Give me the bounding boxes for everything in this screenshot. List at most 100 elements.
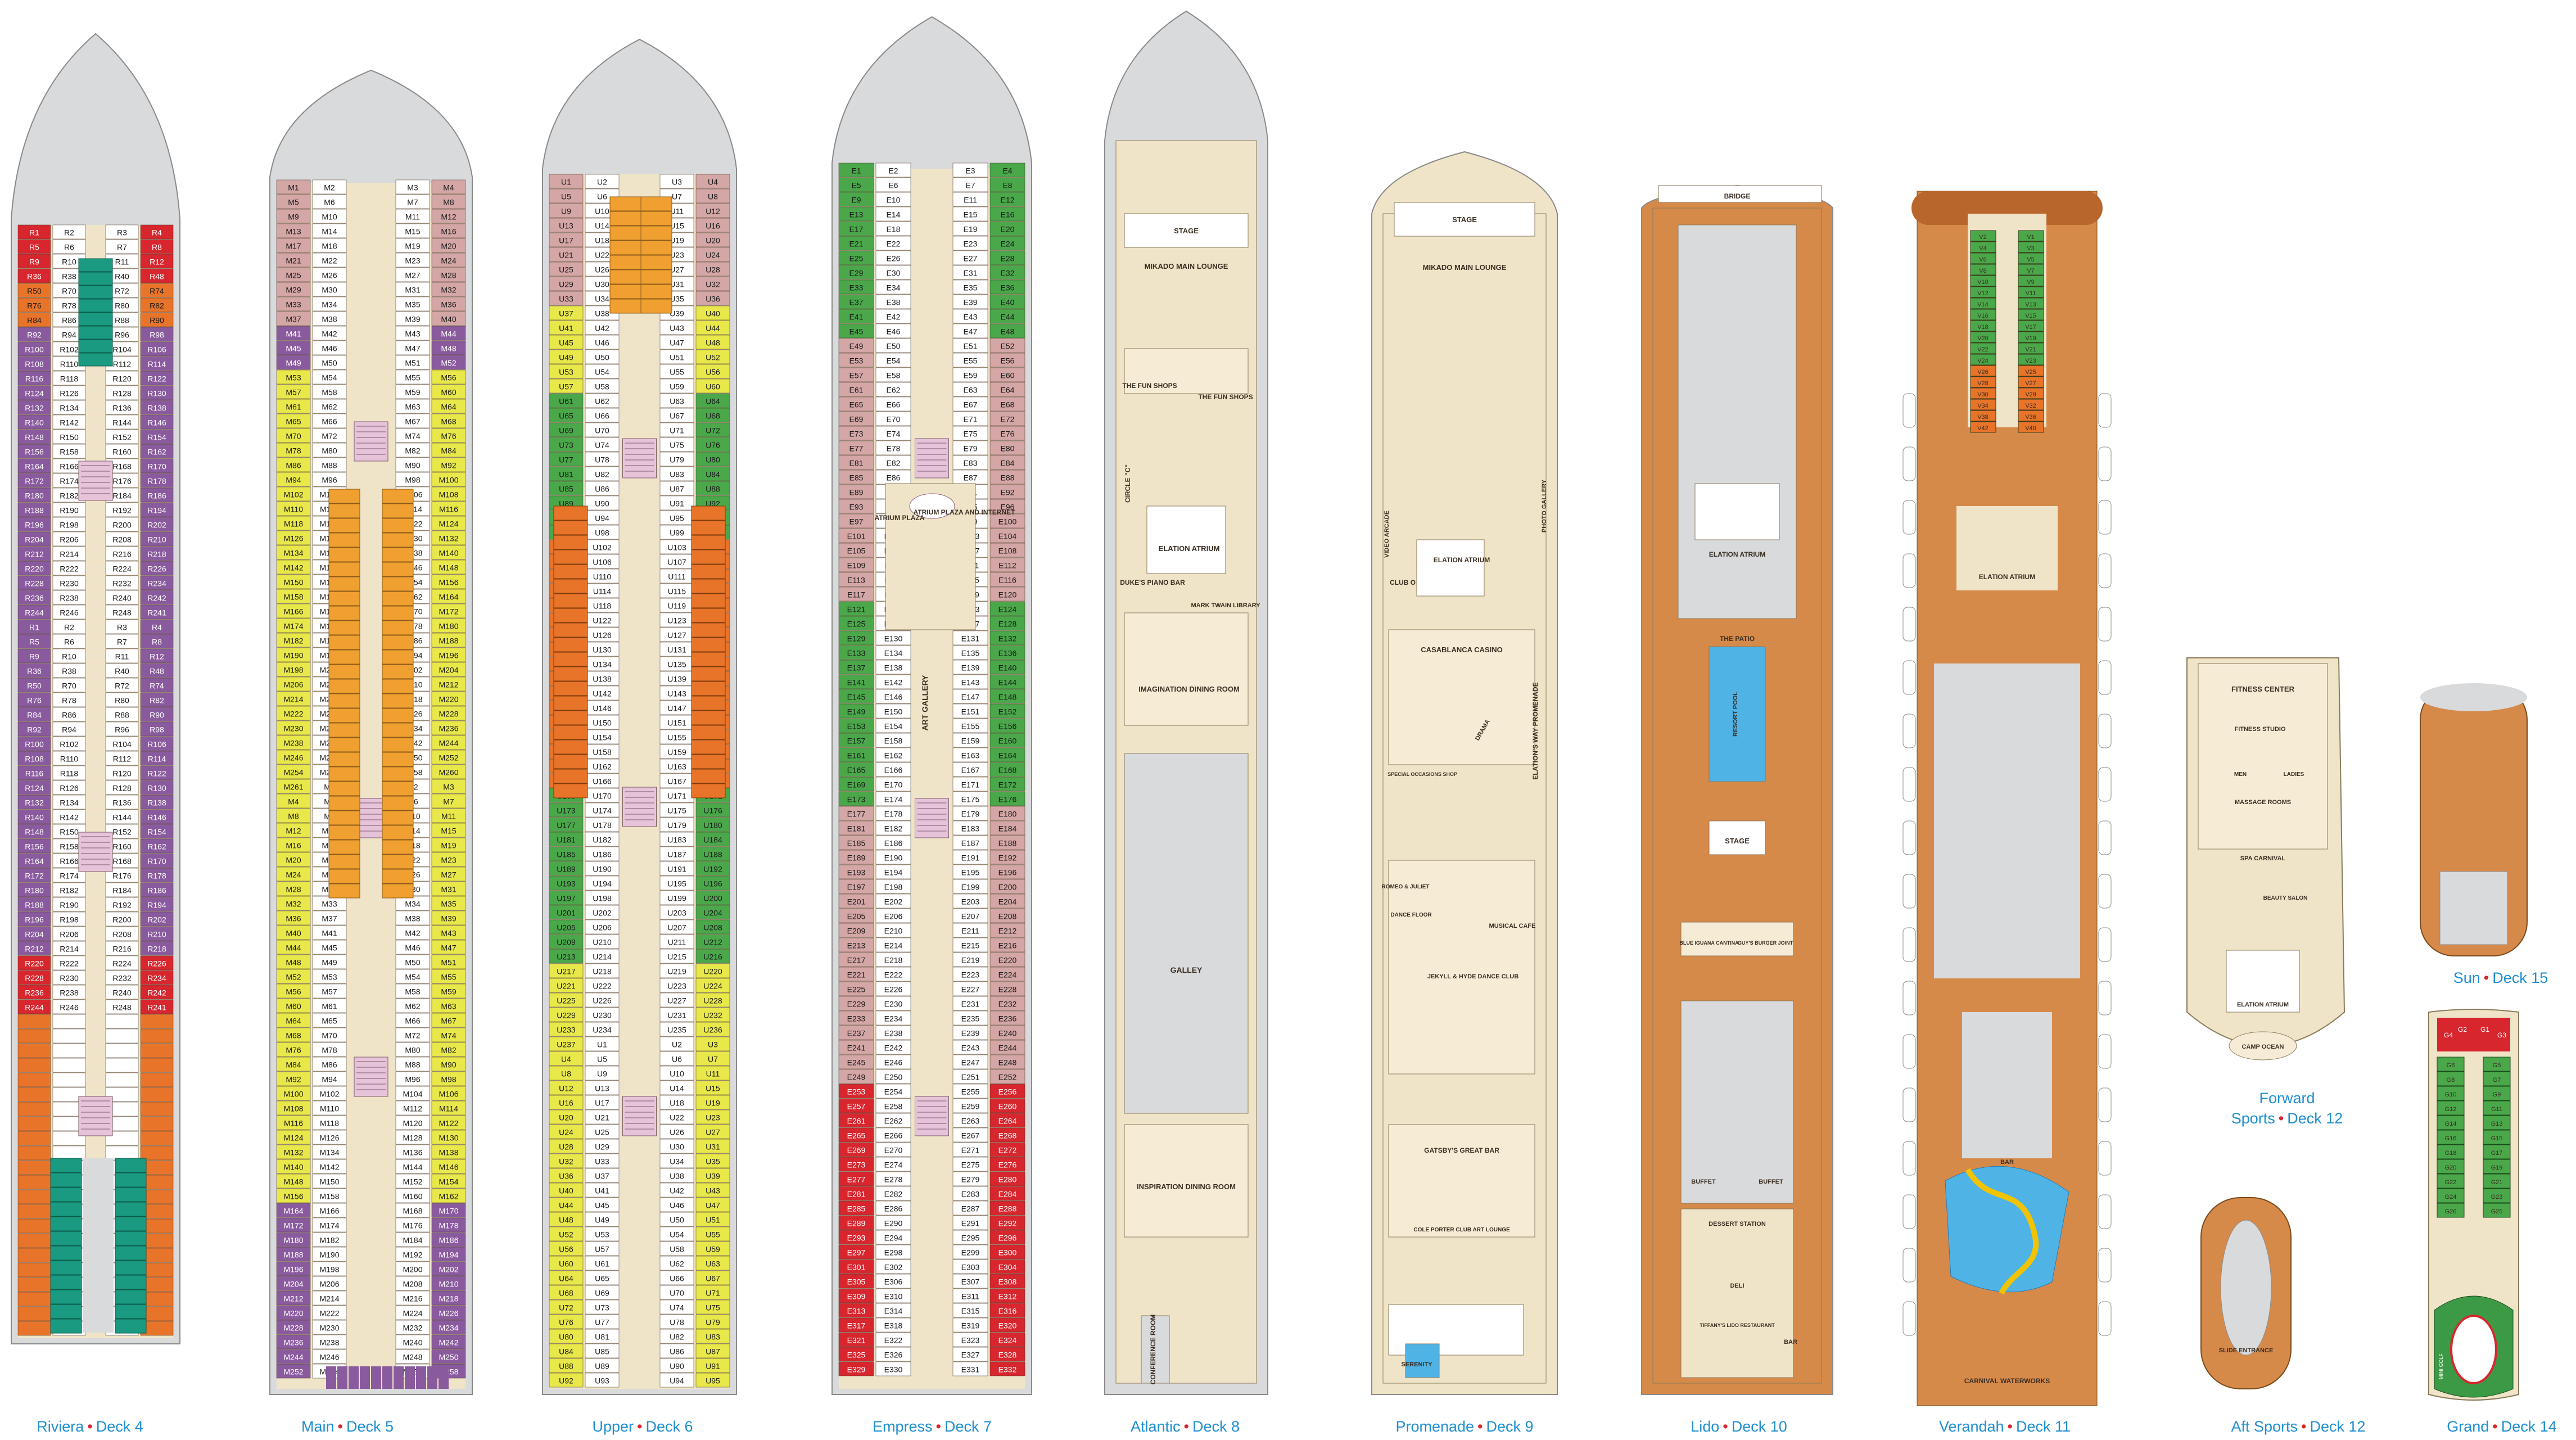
caption-forward-sports[interactable]: Forward Sports•Deck 12 — [2231, 1088, 2343, 1128]
cabin-orange — [691, 608, 726, 623]
venue-musical-cafe: MUSICAL CAFE — [1489, 923, 1536, 929]
cabin-label: U7 — [672, 192, 682, 201]
cabin-label: R88 — [115, 316, 129, 325]
lifeboat — [2098, 553, 2112, 588]
cabin-label: M86 — [286, 461, 301, 470]
caption-atlantic[interactable]: Atlantic•Deck 8 — [1131, 1417, 1240, 1436]
caption-upper[interactable]: Upper•Deck 6 — [592, 1417, 693, 1436]
caption-riviera[interactable]: Riviera•Deck 4 — [37, 1417, 143, 1436]
cabin — [431, 399, 466, 414]
cabin — [140, 239, 174, 254]
cabin-teal — [78, 326, 113, 340]
cabin-label: R114 — [148, 360, 166, 369]
cabin-label: E92 — [1001, 488, 1015, 497]
cabin — [312, 428, 347, 443]
caption-verandah[interactable]: Verandah•Deck 11 — [1939, 1417, 2071, 1436]
cabin-label: E39 — [964, 298, 978, 307]
cabin-gold — [382, 708, 414, 723]
cabin-label: M64 — [286, 1017, 301, 1026]
cabin-label: E2 — [888, 166, 898, 175]
cabin-label: E164 — [998, 751, 1017, 760]
cabin-label: E274 — [884, 1161, 903, 1170]
cabin-label: R222 — [60, 565, 79, 574]
cabin — [17, 429, 51, 444]
cabin-gold — [328, 810, 360, 825]
cabin — [276, 238, 311, 253]
cabin — [17, 1043, 51, 1058]
cabin-label: M174 — [319, 1221, 339, 1230]
cabin-label: R6 — [64, 638, 74, 647]
cabin-label: U222 — [593, 982, 612, 991]
cabin — [17, 385, 51, 400]
venue-club-o: CLUB O — [1390, 579, 1416, 586]
cabin-label: U45 — [559, 338, 573, 347]
cabin-label: V19 — [2025, 335, 2036, 342]
cabin-label: M148 — [283, 1177, 303, 1186]
cabin — [312, 209, 347, 224]
cabin-label: E35 — [964, 283, 978, 292]
cabin-label: M48 — [286, 958, 301, 967]
cabin-label: U7 — [708, 1055, 718, 1064]
cabin-label: R122 — [147, 374, 166, 383]
venue-deli: DELI — [1730, 1283, 1744, 1289]
cabin-label: U70 — [595, 426, 609, 435]
cabin — [395, 399, 430, 414]
cabin-label: E16 — [1001, 210, 1015, 219]
cabin-label: U78 — [595, 455, 609, 464]
cabin-label: M7 — [443, 797, 454, 806]
cabin-label: M252 — [439, 753, 458, 762]
cabin-label: M160 — [403, 1192, 422, 1201]
cabin-label: R202 — [147, 521, 166, 530]
cabin-label: E68 — [1001, 400, 1015, 409]
cabin-label: M12 — [441, 213, 456, 222]
cabin-label: G4 — [2444, 1031, 2453, 1039]
caption-main[interactable]: Main•Deck 5 — [301, 1417, 394, 1436]
cabin-label: R12 — [150, 652, 164, 661]
cabin-label: U73 — [595, 1303, 609, 1312]
cabin-label: U14 — [595, 222, 609, 231]
cabin-label: R90 — [150, 316, 164, 325]
cabin-teal — [50, 1158, 82, 1173]
cabin-label: R40 — [115, 667, 129, 676]
cabin-label: R38 — [62, 667, 76, 676]
cabin-label: M45 — [322, 944, 337, 953]
caption-aft-sports[interactable]: Aft Sports•Deck 12 — [2231, 1417, 2365, 1436]
caption-promenade[interactable]: Promenade•Deck 9 — [1395, 1417, 1533, 1436]
cabin-label: E329 — [847, 1365, 866, 1374]
cabin — [140, 458, 174, 473]
venue-promenade: ELATION'S WAY PROMENADE — [1531, 682, 1539, 779]
cabin-label: E180 — [998, 810, 1017, 819]
cabin-label: M212 — [439, 680, 458, 689]
cabin-label: R130 — [147, 784, 166, 793]
cabin — [52, 765, 86, 780]
caption-grand[interactable]: Grand•Deck 14 — [2447, 1417, 2557, 1436]
cabin — [17, 575, 51, 590]
cabin — [17, 1306, 51, 1321]
cabin-label: R10 — [62, 652, 76, 661]
cabin — [312, 311, 347, 326]
cabin-label: V20 — [1977, 335, 1989, 342]
caption-sun[interactable]: Sun•Deck 15 — [2453, 968, 2548, 987]
cabin-label: U180 — [703, 821, 722, 830]
cabin-label: U213 — [557, 953, 576, 961]
caption-lido[interactable]: Lido•Deck 10 — [1691, 1417, 1787, 1436]
cabin — [140, 882, 174, 897]
cabin-label: R228 — [25, 974, 44, 983]
cabin-label: R224 — [112, 959, 132, 968]
cabin-label: M56 — [286, 987, 301, 996]
cabin-label: E207 — [961, 912, 980, 921]
caption-name: Main — [301, 1418, 335, 1435]
cabin-label: U47 — [706, 1201, 720, 1210]
caption-empress[interactable]: Empress•Deck 7 — [873, 1417, 992, 1436]
cabin — [276, 384, 311, 399]
cabin-label: E136 — [998, 649, 1017, 658]
cabin-label: U75 — [670, 441, 684, 450]
cabin-label: R156 — [25, 842, 44, 851]
cabin — [17, 414, 51, 430]
cabin-label: U43 — [670, 324, 684, 333]
cabin — [140, 648, 174, 663]
cabin-label: V34 — [1977, 403, 1989, 409]
cabin-label: M43 — [405, 329, 420, 338]
cabin-gold — [382, 781, 414, 796]
